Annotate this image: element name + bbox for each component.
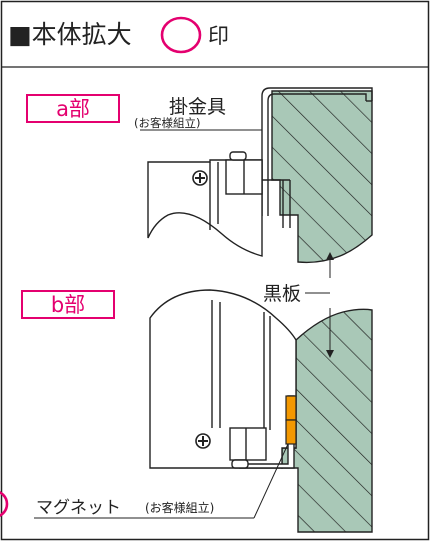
edge-circle-mark-icon (0, 491, 9, 517)
bracket-label: 掛金具 (169, 96, 226, 118)
circle-mark-icon (160, 16, 202, 54)
badge-a (26, 94, 120, 123)
arrow-down-icon (326, 350, 334, 358)
badge-b-label: b部 (51, 293, 85, 317)
board-body-bottom (149, 289, 297, 469)
bracket-note: (お客様組立) (134, 116, 200, 130)
badge-b (21, 290, 115, 319)
a-detail (140, 87, 373, 257)
hook-bracket-inner (267, 93, 367, 216)
b-detail (34, 289, 297, 519)
magnet-note: (お客様組立) (145, 500, 214, 515)
blackboard-label: 黒板 (263, 283, 301, 305)
header-suffix: 印 (208, 24, 229, 48)
wall-bottom (281, 308, 373, 533)
hook-bracket-outer (261, 87, 373, 216)
magnet-icon (285, 395, 297, 421)
arrow-up-icon (326, 252, 334, 260)
wall-top (271, 90, 373, 264)
badge-a-label: a部 (56, 97, 90, 121)
header-title: ■本体拡大 (8, 20, 132, 49)
magnet-label: マグネット (36, 498, 121, 518)
